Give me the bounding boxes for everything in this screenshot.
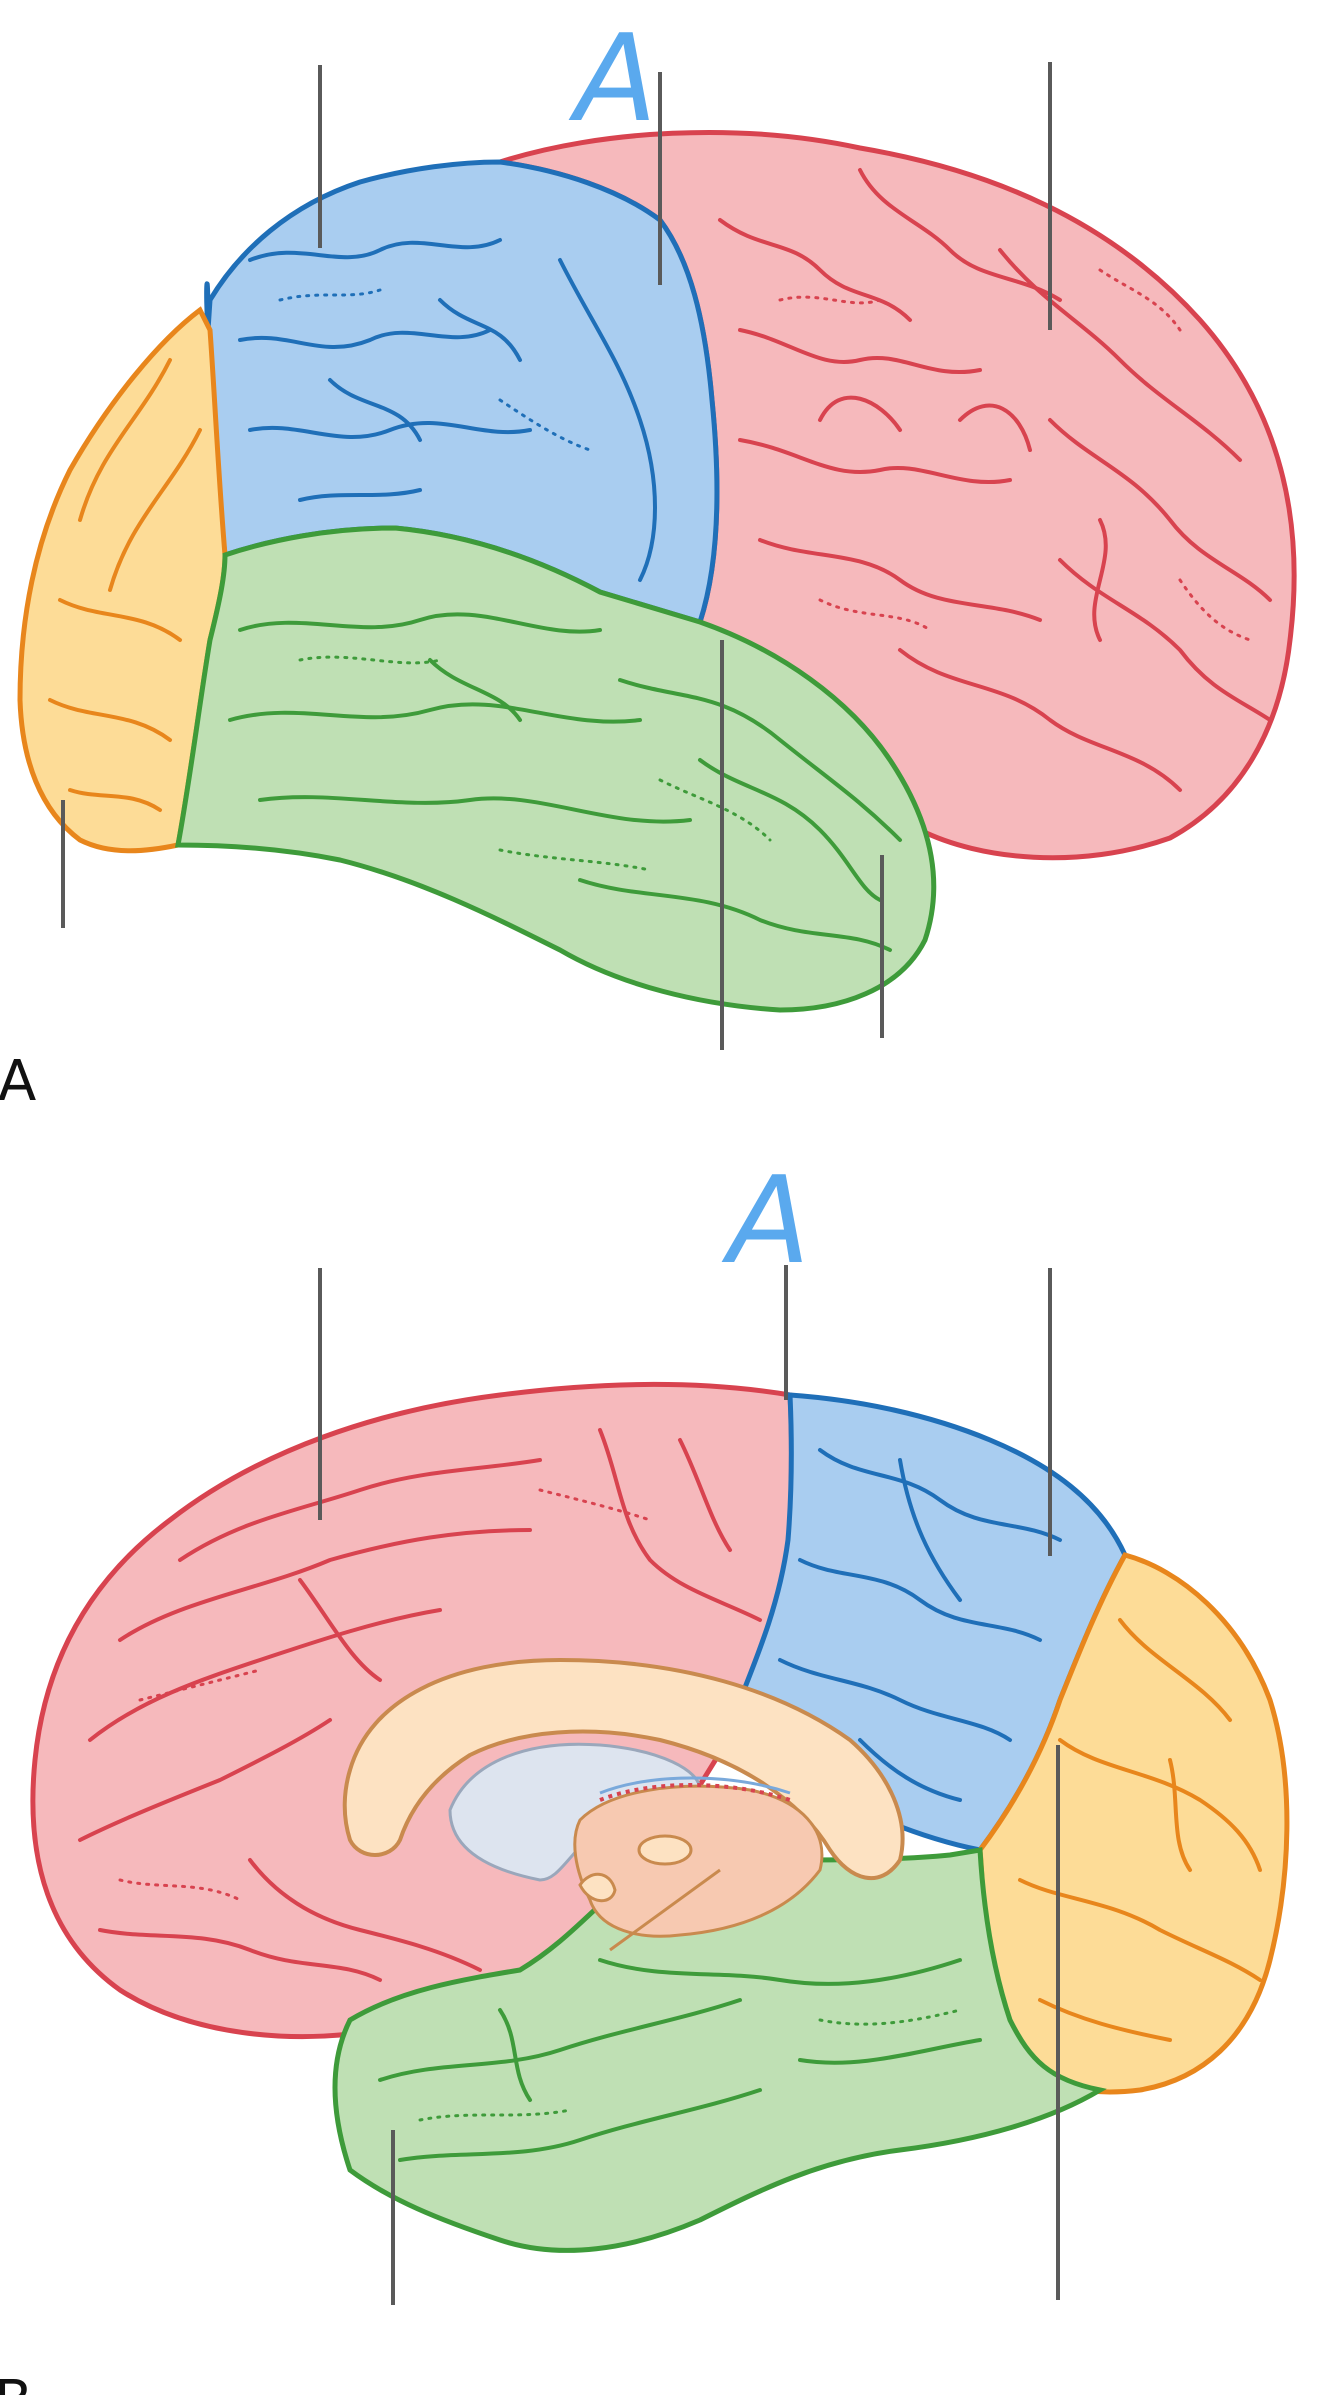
temporal-lobe-lateral <box>174 525 937 1013</box>
temporal-gyri-medial <box>378 1958 982 2162</box>
anterior-commissure <box>578 1872 617 1903</box>
fornix-stria-blue <box>599 1776 791 1795</box>
parietal-gyri-lateral <box>238 238 657 582</box>
temporal-dots-medial <box>418 2008 962 2122</box>
fornix-stria <box>599 1783 791 1802</box>
temporal-gyri-lateral <box>228 612 902 952</box>
frontal-gyri-lateral <box>718 168 1272 792</box>
temporal-dots-lateral <box>298 655 772 872</box>
panel-letter-b: B <box>0 2369 32 2395</box>
handwritten-annotation-b: A <box>721 1152 810 1291</box>
hypothalamic-line <box>609 1868 721 1952</box>
parietal-gyri-medial <box>778 1448 1062 1802</box>
panel-a-lateral-view: A A <box>0 10 1297 1114</box>
frontal-gyri-medial <box>78 1428 762 1982</box>
leader-lines-panel-a <box>61 62 1052 1050</box>
frontal-dots-lateral <box>778 268 1252 642</box>
panel-letter-a: A <box>0 1049 36 1114</box>
panel-b-medial-view: A B <box>0 1152 1290 2395</box>
frontal-dots-medial <box>118 1488 652 1902</box>
handwritten-annotation-a: A <box>568 10 657 149</box>
leader-lines-panel-b <box>318 1265 1060 2305</box>
interthalamic-adhesion <box>637 1834 693 1866</box>
parietal-dots-lateral <box>278 288 592 452</box>
corpus-callosum <box>342 1657 905 1880</box>
occipital-gyri-lateral <box>48 358 202 812</box>
